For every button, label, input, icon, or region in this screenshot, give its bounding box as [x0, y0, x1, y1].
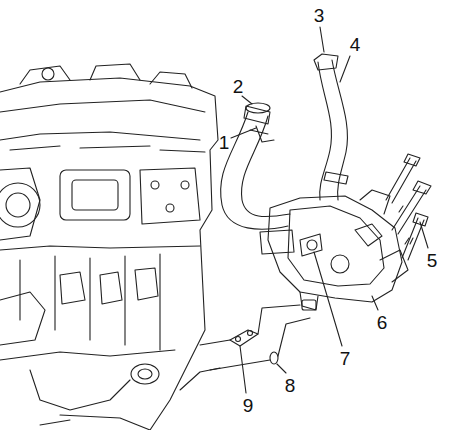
bolt	[386, 154, 431, 260]
pump-housing	[260, 190, 408, 310]
callout-number: 4	[350, 35, 361, 54]
o-ring	[270, 352, 278, 364]
callout-number: 2	[233, 77, 244, 96]
callout-number: 9	[243, 396, 254, 415]
callout-number: 8	[285, 376, 296, 395]
engine-block	[0, 64, 220, 430]
assembly-line	[200, 305, 310, 370]
callout-number: 1	[219, 133, 230, 152]
callout-number: 7	[340, 349, 351, 368]
coolant-hose	[221, 103, 290, 229]
leader-line	[231, 27, 428, 393]
callout-number: 5	[427, 251, 438, 270]
callout-number: 6	[377, 313, 388, 332]
gasket	[230, 330, 258, 346]
callout-number: 3	[314, 6, 325, 25]
